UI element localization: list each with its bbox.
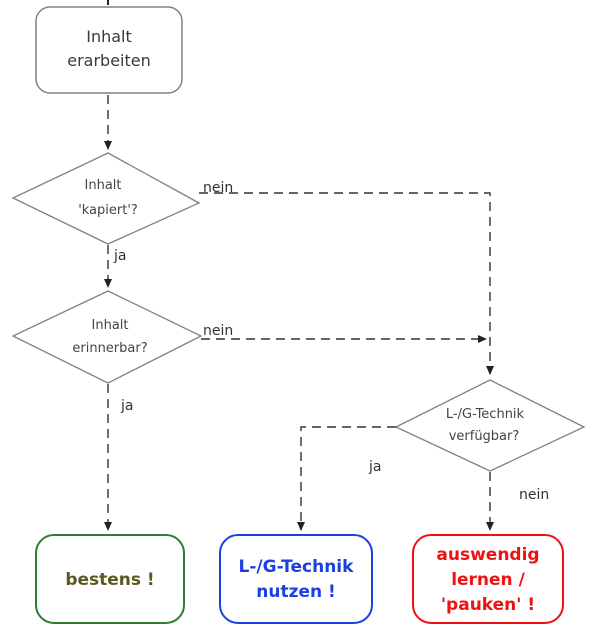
node-start: Inhalt erarbeiten (35, 6, 183, 94)
end-use-technique-line-2: nutzen ! (256, 582, 336, 602)
node-start-line-1: Inhalt (86, 27, 132, 46)
decision-remember-line-1: Inhalt (92, 318, 129, 333)
decision-technique-line-2: verfügbar? (449, 429, 520, 444)
end-use-technique-box (219, 534, 373, 624)
decision-remember: Inhalt erinnerbar? (11, 290, 203, 384)
end-use-technique-line-1: L-/G-Technik (239, 557, 355, 577)
end-best-label: bestens ! (65, 570, 154, 590)
end-memorize-box (412, 534, 564, 624)
edge-label-remember-yes: ja (120, 398, 133, 414)
end-memorize-line-2: lernen / (451, 570, 525, 590)
decision-remember-line-2: erinnerbar? (72, 341, 147, 356)
edge-label-remember-no: nein (203, 323, 233, 339)
decision-understood-line-2: 'kapiert'? (78, 203, 138, 218)
decision-understood: Inhalt 'kapiert'? (11, 152, 201, 245)
decision-technique-line-1: L-/G-Technik (446, 407, 525, 422)
edge-label-understood-no: nein (203, 180, 233, 196)
end-memorize: auswendig lernen / 'pauken' ! (412, 534, 564, 624)
node-start-line-2: erarbeiten (67, 51, 151, 70)
node-start-box (35, 6, 183, 94)
edge-understood-no (199, 192, 494, 375)
decision-remember-shape (11, 290, 203, 384)
edge-technique-yes (297, 426, 396, 531)
edge-label-understood-yes: ja (113, 248, 126, 264)
end-best: bestens ! (35, 534, 185, 624)
edge-label-technique-no: nein (519, 487, 549, 503)
end-memorize-line-3: 'pauken' ! (441, 595, 535, 615)
decision-understood-shape (11, 152, 201, 245)
end-memorize-line-1: auswendig (436, 545, 539, 565)
edge-label-technique-yes: ja (368, 459, 381, 475)
end-best-box (35, 534, 185, 624)
end-use-technique: L-/G-Technik nutzen ! (219, 534, 373, 624)
decision-understood-line-1: Inhalt (85, 178, 122, 193)
decision-technique-shape (394, 379, 586, 472)
decision-technique: L-/G-Technik verfügbar? (394, 379, 586, 472)
